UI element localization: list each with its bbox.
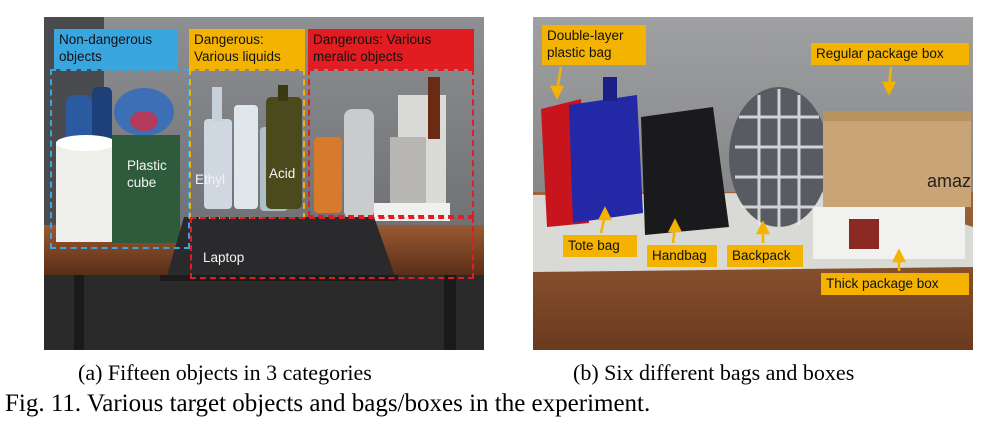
label-thick-box: Thick package box — [821, 273, 969, 295]
label-liquids: Dangerous: Various liquids — [189, 29, 305, 69]
label-laptop: Laptop — [203, 250, 245, 265]
photo-bags-boxes: amaz Double-layer plastic bag Regular pa… — [533, 17, 973, 350]
metallic-region — [308, 69, 474, 217]
figure-caption: Fig. 11. Various target objects and bags… — [5, 390, 651, 417]
label-acid: Acid — [269, 166, 296, 181]
label-plastic-cube: Plastic cube — [127, 158, 167, 190]
photo-objects-scene — [44, 17, 484, 350]
label-tote-bag: Tote bag — [563, 235, 637, 257]
label-non-dangerous: Non-dangerous objects — [54, 29, 178, 69]
label-handbag: Handbag — [647, 245, 717, 267]
label-double-layer-bag: Double-layer plastic bag — [542, 25, 646, 65]
amazon-logo-text: amaz — [927, 171, 971, 191]
liquids-region — [189, 69, 305, 219]
label-regular-box: Regular package box — [811, 43, 969, 65]
caption-panel-b: (b) Six different bags and boxes — [573, 360, 855, 385]
caption-panel-a: (a) Fifteen objects in 3 categories — [78, 360, 372, 385]
photo-objects: Non-dangerous objects Dangerous: Various… — [44, 17, 484, 350]
label-backpack: Backpack — [727, 245, 803, 267]
laptop-region — [190, 217, 474, 279]
arrows-layer — [549, 66, 907, 271]
label-ethyl: Ethyl — [195, 172, 226, 187]
label-metallic: Dangerous: Various meralic objects — [308, 29, 474, 69]
